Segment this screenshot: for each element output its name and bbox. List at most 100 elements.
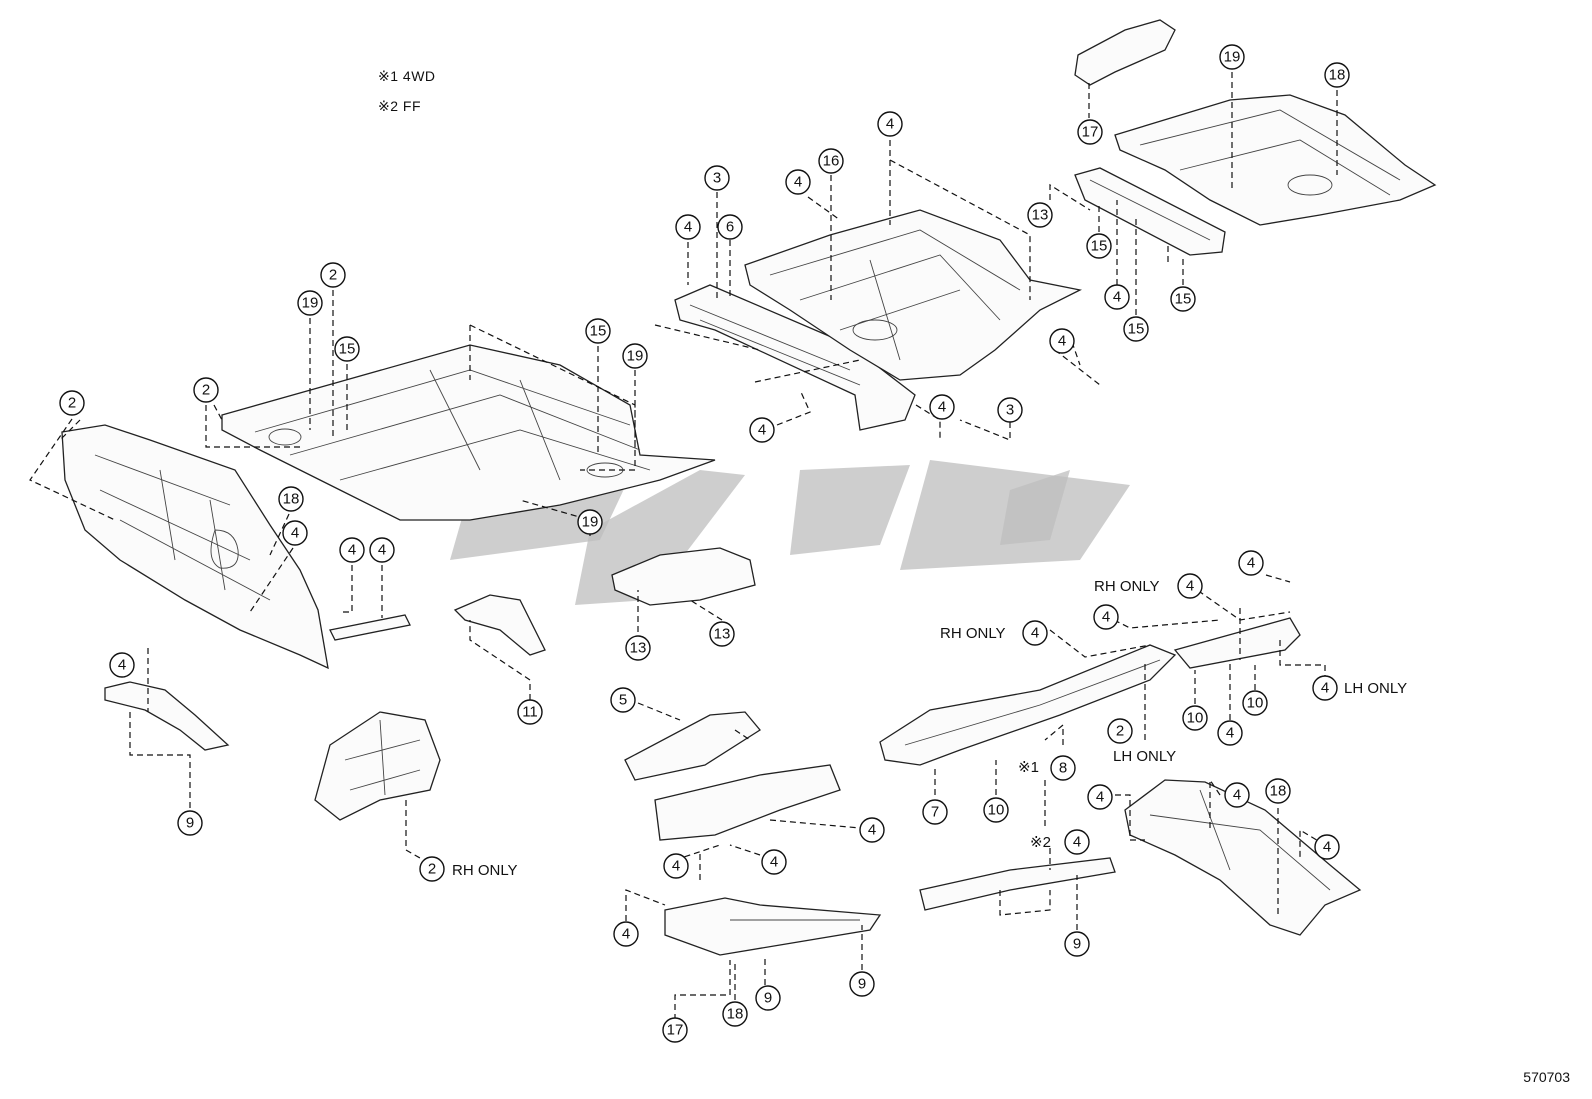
callout-4-rear-floor-right: 4 xyxy=(1049,328,1075,354)
callout-2-dash-panel: 2 xyxy=(59,390,85,416)
callout-10-right: 10 xyxy=(1242,690,1268,716)
callout-19-top: 19 xyxy=(1219,44,1245,70)
svg-text:4: 4 xyxy=(622,926,630,943)
label-note1: ※1 xyxy=(1018,759,1039,776)
rear-side-member xyxy=(879,644,1177,766)
svg-text:18: 18 xyxy=(283,491,300,508)
svg-text:9: 9 xyxy=(186,815,194,832)
callout-2-front-floor: 2 xyxy=(193,377,219,403)
svg-text:6: 6 xyxy=(726,219,734,236)
callout-4-rh-only-upper: 4 xyxy=(1177,573,1203,599)
callout-4-rear-crossmember: 4 xyxy=(1104,284,1130,310)
callout-badges: 2 2 2 19 15 15 19 19 18 4 4 4 11 13 13 4… xyxy=(59,44,1350,1043)
callout-16: 16 xyxy=(818,148,844,174)
svg-text:4: 4 xyxy=(672,858,680,875)
svg-text:11: 11 xyxy=(522,704,538,721)
callout-4-mid: 4 xyxy=(1093,604,1119,630)
qualifier-labels: RH ONLY RH ONLY RH ONLY LH ONLY LH ONLY … xyxy=(452,578,1407,879)
callout-9-rocker-right: 9 xyxy=(849,971,875,997)
note-4wd: ※1 4WD xyxy=(378,68,436,84)
svg-text:4: 4 xyxy=(1247,555,1255,572)
svg-text:9: 9 xyxy=(858,976,866,993)
svg-text:4: 4 xyxy=(938,399,946,416)
svg-text:4: 4 xyxy=(1323,839,1331,856)
callout-4-rear-side-top: 4 xyxy=(1224,782,1250,808)
rocker-panel-inner xyxy=(664,897,882,956)
callout-18-rocker: 18 xyxy=(722,1001,748,1027)
svg-text:4: 4 xyxy=(1113,289,1121,306)
svg-text:2: 2 xyxy=(68,395,76,412)
callout-4-side-member-left: 4 xyxy=(663,853,689,879)
small-bracket-left xyxy=(329,614,411,641)
callout-9-rocker: 9 xyxy=(755,985,781,1011)
callout-3-bottom: 3 xyxy=(997,397,1023,423)
svg-text:18: 18 xyxy=(1270,783,1287,800)
svg-text:19: 19 xyxy=(302,295,319,312)
callout-4-crossmember-right: 4 xyxy=(929,394,955,420)
rear-floor-side-panel xyxy=(1124,779,1362,936)
callout-4-crossmember-left: 4 xyxy=(675,214,701,240)
svg-text:4: 4 xyxy=(1226,725,1234,742)
rear-side-member-rh xyxy=(1173,617,1301,669)
callout-4-front-member: 4 xyxy=(109,652,135,678)
label-rh-only-apron: RH ONLY xyxy=(452,862,518,879)
svg-text:18: 18 xyxy=(1329,67,1346,84)
svg-text:19: 19 xyxy=(1224,49,1241,66)
callout-4-rear-side-left: 4 xyxy=(1087,784,1113,810)
callout-4-rocker: 4 xyxy=(613,921,639,947)
svg-text:4: 4 xyxy=(868,822,876,839)
svg-text:4: 4 xyxy=(1186,578,1194,595)
callout-4-lh-only: 4 xyxy=(1312,675,1338,701)
callout-4-rear-side-right: 4 xyxy=(1314,834,1340,860)
svg-text:4: 4 xyxy=(1233,787,1241,804)
front-side-member-9 xyxy=(104,681,230,751)
callout-8: 8 xyxy=(1050,755,1076,781)
svg-text:18: 18 xyxy=(727,1006,744,1023)
callout-4-top-right: 4 xyxy=(1238,550,1264,576)
rear-crossmember xyxy=(1074,167,1226,256)
callout-18-rear-side: 18 xyxy=(1265,778,1291,804)
callout-5: 5 xyxy=(610,687,636,713)
svg-text:19: 19 xyxy=(627,348,644,365)
callout-4-bracket-right: 4 xyxy=(369,537,395,563)
callout-4-crossmember-bottom: 4 xyxy=(749,417,775,443)
callout-19-floor: 19 xyxy=(297,290,323,316)
callout-4-side-member-mid: 4 xyxy=(761,849,787,875)
callout-10-bottom: 10 xyxy=(983,797,1009,823)
callout-2-floor-top: 2 xyxy=(320,262,346,288)
svg-text:9: 9 xyxy=(764,990,772,1007)
svg-text:4: 4 xyxy=(118,657,126,674)
svg-text:4: 4 xyxy=(378,542,386,559)
callout-4-under-10: 4 xyxy=(1217,720,1243,746)
callout-4-rear-floor-left: 4 xyxy=(785,169,811,195)
callout-13-top: 13 xyxy=(1027,202,1053,228)
callout-4-rh-only-lower: 4 xyxy=(1022,620,1048,646)
svg-text:4: 4 xyxy=(1102,609,1110,626)
svg-text:4: 4 xyxy=(770,854,778,871)
svg-text:17: 17 xyxy=(1082,124,1099,141)
rear-floor-pan xyxy=(744,209,1082,381)
callout-11: 11 xyxy=(517,699,543,725)
svg-text:2: 2 xyxy=(202,382,210,399)
callout-13-right: 13 xyxy=(709,621,735,647)
callout-18-dash: 18 xyxy=(278,486,304,512)
svg-text:7: 7 xyxy=(931,804,939,821)
callout-19-floor-right: 19 xyxy=(622,343,648,369)
svg-text:2: 2 xyxy=(329,267,337,284)
svg-text:5: 5 xyxy=(619,692,627,709)
rocker-reinforcement xyxy=(919,857,1116,911)
callout-9-front-member: 9 xyxy=(177,810,203,836)
svg-text:4: 4 xyxy=(794,174,802,191)
svg-text:4: 4 xyxy=(291,525,299,542)
svg-text:16: 16 xyxy=(823,153,840,170)
svg-text:15: 15 xyxy=(590,323,607,340)
svg-text:2: 2 xyxy=(428,861,436,878)
svg-text:15: 15 xyxy=(1091,238,1108,255)
rear-floor-extension-upper xyxy=(1074,19,1176,86)
front-wheel-apron xyxy=(314,711,441,821)
svg-text:3: 3 xyxy=(713,170,721,187)
svg-text:10: 10 xyxy=(988,802,1005,819)
callout-18-top: 18 xyxy=(1324,62,1350,88)
svg-text:4: 4 xyxy=(1031,625,1039,642)
